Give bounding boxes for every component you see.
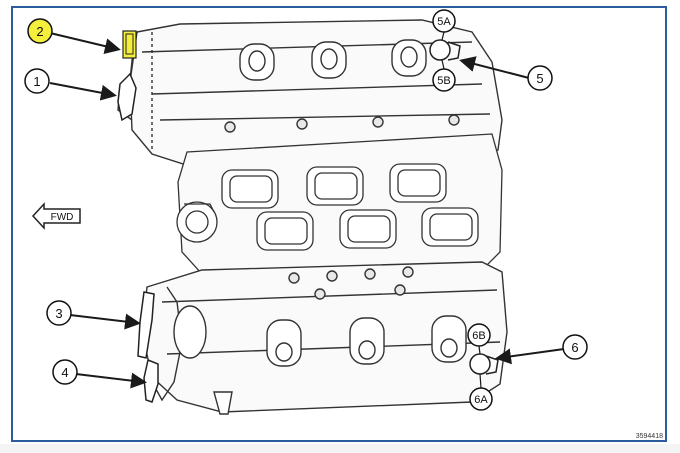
fwd-label: FWD [51,212,74,223]
part-item-5 [429,39,461,61]
engine-block-middle [176,133,503,275]
callout-3-label: 3 [55,306,62,321]
figure-number: 3594418 [636,433,663,440]
callout-5a-label: 5A [437,16,451,28]
callout-6a: 6A [469,387,493,411]
part-item-4 [143,358,159,403]
fwd-arrow: FWD [31,202,81,230]
callout-1: 1 [24,68,50,94]
upper-cylinder-head [117,19,503,171]
callout-5-label: 5 [536,71,543,86]
part-item-2 [122,30,137,59]
callout-6-label: 6 [571,340,578,355]
callout-2-label: 2 [36,24,43,39]
lower-cylinder-head [141,261,508,415]
callout-5b-label: 5B [437,75,450,87]
leader-lines [49,31,565,389]
callout-1-label: 1 [33,74,40,89]
callout-6b: 6B [467,323,491,347]
callout-5: 5 [527,65,553,91]
callout-4: 4 [52,359,78,385]
callout-2: 2 [27,18,53,44]
callout-6a-label: 6A [474,394,488,406]
callout-5b: 5B [432,68,456,92]
callout-6: 6 [562,334,588,360]
callout-6b-label: 6B [472,330,485,342]
callout-4-label: 4 [61,365,68,380]
part-item-1 [117,72,137,122]
callout-3: 3 [46,300,72,326]
oil-filter-housing [176,201,218,243]
diagram-frame: FWD 1 2 [11,6,667,442]
engine-diagram: FWD 1 2 [24,9,663,440]
bottom-strip [0,444,680,453]
callout-5a: 5A [432,9,456,33]
